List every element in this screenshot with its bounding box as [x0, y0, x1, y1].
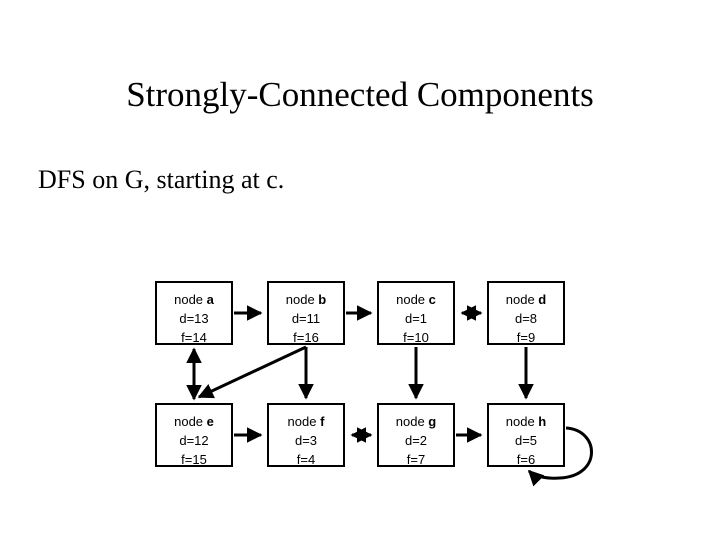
node-b-name: b — [318, 292, 327, 307]
node-f-name: f — [320, 414, 325, 429]
node-f-finish: f=4 — [296, 452, 316, 467]
node-c-name: c — [428, 292, 436, 307]
node-e-label: node e — [174, 414, 214, 429]
edge-b-to-e — [197, 345, 307, 399]
node-b-finish: f=16 — [293, 330, 319, 345]
node-e-discovery: d=12 — [179, 433, 209, 448]
node-a[interactable]: node a d=13 f=14 — [155, 281, 233, 345]
node-b[interactable]: node b d=11 f=16 — [267, 281, 345, 345]
node-g[interactable]: node g d=2 f=7 — [377, 403, 455, 467]
node-c-finish: f=10 — [403, 330, 429, 345]
slide-subtitle: DFS on G, starting at c. — [38, 165, 285, 194]
node-b-label: node b — [285, 292, 327, 307]
node-f[interactable]: node f d=3 f=4 — [267, 403, 345, 467]
node-h-label: node h — [505, 414, 547, 429]
node-g-label: node g — [395, 414, 437, 429]
node-e-finish: f=15 — [181, 452, 207, 467]
node-h-discovery: d=5 — [514, 433, 538, 448]
node-d-discovery: d=8 — [514, 311, 538, 326]
node-a-label: node a — [174, 292, 214, 307]
node-c-label: node c — [396, 292, 436, 307]
node-e[interactable]: node e d=12 f=15 — [155, 403, 233, 467]
node-h-name: h — [538, 414, 547, 429]
node-f-label: node f — [287, 414, 325, 429]
node-c-discovery: d=1 — [404, 311, 428, 326]
node-g-finish: f=7 — [406, 452, 426, 467]
node-b-discovery: d=11 — [291, 311, 321, 326]
node-d-label: node d — [505, 292, 547, 307]
node-d-name: d — [538, 292, 547, 307]
node-a-finish: f=14 — [181, 330, 207, 345]
node-g-discovery: d=2 — [404, 433, 428, 448]
node-h[interactable]: node h d=5 f=6 — [487, 403, 565, 467]
page-title: Strongly-Connected Components — [126, 75, 594, 114]
node-a-name: a — [206, 292, 214, 307]
node-d[interactable]: node d d=8 f=9 — [487, 281, 565, 345]
node-a-discovery: d=13 — [179, 311, 209, 326]
node-c[interactable]: node c d=1 f=10 — [377, 281, 455, 345]
node-g-name: g — [428, 414, 437, 429]
node-f-discovery: d=3 — [294, 433, 318, 448]
node-d-finish: f=9 — [516, 330, 536, 345]
node-e-name: e — [206, 414, 214, 429]
node-h-finish: f=6 — [516, 452, 536, 467]
